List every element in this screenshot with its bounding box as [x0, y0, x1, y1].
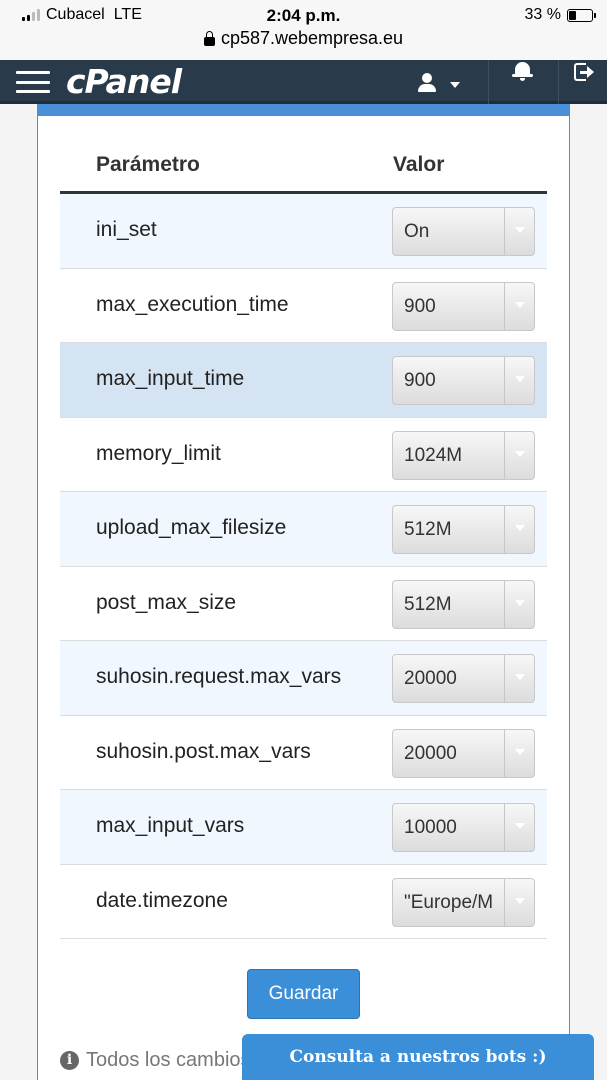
table-row: post_max_size 512M [60, 566, 547, 641]
value-select[interactable]: 900 [392, 356, 535, 405]
table-row: max_input_vars 10000 [60, 790, 547, 865]
clock: 2:04 p.m. [266, 6, 341, 25]
nav-divider [558, 60, 559, 104]
url-text: cp587.webempresa.eu [220, 28, 404, 48]
table-row: suhosin.post.max_vars 20000 [60, 715, 547, 790]
table-row: suhosin.request.max_vars 20000 [60, 641, 547, 716]
param-name: max_input_time [96, 367, 245, 390]
chevron-down-icon [515, 748, 525, 755]
value-select[interactable]: 512M [392, 579, 535, 629]
select-value: 20000 [404, 668, 457, 689]
param-name: date.timezone [96, 888, 228, 912]
info-text: Todos los cambios [86, 1049, 251, 1071]
value-select[interactable]: 10000 [392, 803, 535, 852]
chevron-down-icon [515, 525, 525, 531]
network-type: LTE [113, 6, 142, 23]
lock-icon [203, 30, 215, 46]
table-row: ini_set On [60, 194, 547, 269]
chevron-down-icon [515, 599, 525, 606]
nav-divider [488, 60, 489, 104]
select-value: 900 [404, 295, 436, 317]
chevron-down-icon [515, 227, 525, 233]
table-row: max_execution_time 900 [60, 268, 547, 343]
column-header-value: Valor [393, 153, 445, 176]
table-row: memory_limit 1024M [60, 417, 547, 492]
user-menu-button[interactable] [418, 70, 474, 96]
battery-fill [569, 10, 577, 20]
address-bar[interactable]: cp587.webempresa.eu [0, 28, 607, 49]
value-select[interactable]: 900 [392, 281, 535, 331]
select-value: 512M [404, 519, 452, 540]
info-note: i Todos los cambios [60, 1049, 251, 1072]
param-name: suhosin.request.max_vars [96, 665, 342, 688]
table-header: Parámetro Valor [60, 120, 547, 194]
caret-down-icon [450, 82, 460, 88]
battery-icon [567, 8, 596, 22]
param-name: suhosin.post.max_vars [96, 739, 311, 763]
user-icon [418, 73, 436, 93]
select-value: 512M [404, 593, 452, 615]
value-select[interactable]: 20000 [392, 654, 535, 703]
value-select[interactable]: 512M [392, 505, 535, 554]
table-row: upload_max_filesize 512M [60, 492, 547, 567]
cpanel-logo[interactable]: cPanel [66, 62, 182, 101]
param-name: max_input_vars [96, 814, 245, 837]
select-value: 10000 [404, 817, 457, 838]
select-value: "Europe/M [404, 891, 494, 913]
php-settings-table: Parámetro Valor ini_set On max_execution… [60, 120, 547, 939]
logout-icon[interactable] [574, 63, 594, 81]
param-name: upload_max_filesize [96, 516, 287, 539]
column-header-param: Parámetro [96, 153, 200, 176]
param-name: ini_set [96, 218, 157, 241]
bell-icon[interactable] [512, 62, 534, 82]
select-value: 20000 [404, 742, 457, 764]
info-icon: i [60, 1051, 79, 1070]
chat-bots-button[interactable]: Consulta a nuestros bots :) [242, 1034, 594, 1080]
select-value: On [404, 221, 430, 242]
chevron-down-icon [515, 897, 525, 904]
param-name: max_execution_time [96, 292, 289, 316]
signal-icon [22, 9, 40, 21]
chevron-down-icon [515, 301, 525, 308]
battery-indicator: 33 % [524, 6, 596, 24]
chevron-down-icon [515, 450, 525, 457]
save-button[interactable]: Guardar [247, 969, 360, 1019]
param-name: memory_limit [96, 441, 221, 465]
chevron-down-icon [515, 823, 525, 829]
table-row: max_input_time 900 [60, 343, 547, 418]
select-value: 1024M [404, 444, 463, 466]
carrier-name: Cubacel [46, 6, 105, 23]
value-select[interactable]: 20000 [392, 728, 535, 778]
top-navbar: cPanel [0, 60, 607, 104]
value-select[interactable]: 1024M [392, 430, 535, 480]
table-row: date.timezone "Europe/M [60, 864, 547, 939]
select-value: 900 [404, 370, 436, 391]
status-bar: Cubacel LTE 2:04 p.m. 33 % cp587.webempr… [0, 0, 607, 60]
hamburger-menu-icon[interactable] [16, 71, 50, 93]
value-select[interactable]: On [392, 207, 535, 256]
battery-percent: 33 % [524, 6, 561, 23]
chevron-down-icon [515, 674, 525, 680]
param-name: post_max_size [96, 590, 237, 614]
carrier-info: Cubacel LTE [22, 6, 142, 24]
chevron-down-icon [515, 376, 525, 382]
panel-header-bar [38, 104, 569, 116]
value-select[interactable]: "Europe/M [392, 877, 535, 927]
